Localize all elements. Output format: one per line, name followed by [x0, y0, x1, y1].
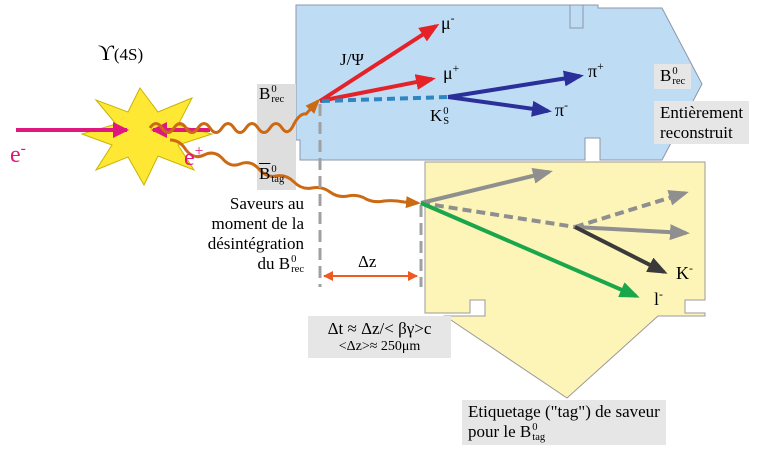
reco-region: [295, 4, 703, 161]
formula-line2: <Δz>≈ 250μm: [338, 338, 421, 354]
mu-plus-symbol: μ: [443, 63, 453, 83]
mu-minus-charge: -: [450, 12, 455, 25]
tag-track-right: [574, 224, 690, 241]
mu-plus-label: μ+: [443, 62, 459, 84]
pi-minus-label: π-: [555, 99, 568, 121]
kaon-charge: -: [689, 262, 693, 275]
pi-plus-charge: +: [597, 60, 604, 73]
flavor-note-line4-text: du B: [257, 254, 291, 274]
reconstructed-caption: Entièrement reconstruit: [654, 101, 750, 145]
tagging-caption-sup: 0: [532, 421, 538, 433]
lepton-charge: -: [659, 288, 663, 301]
formula-line1: Δt ≈ Δz/< βγ>c: [327, 319, 432, 338]
kshort-sup: 0: [443, 106, 449, 118]
upsilon-state: (4S): [113, 45, 144, 64]
tag-track-dashed-up: [574, 190, 689, 229]
b-rec-box-symbol: B: [660, 66, 672, 85]
tagging-caption-line1: Etiquetage ("tag") de saveur: [468, 402, 660, 421]
jpsi-label: J/Ψ: [340, 50, 364, 69]
mu-minus-symbol: μ: [441, 13, 451, 33]
pi-plus-symbol: π: [588, 61, 598, 81]
positron-label: e+: [184, 143, 203, 173]
mu-plus-charge: +: [452, 62, 460, 75]
b-tag-symbol: B: [259, 164, 271, 183]
b-tag-sup: 0: [271, 164, 277, 176]
b-rec-sub: rec: [271, 94, 285, 106]
b-rec-symbol: B: [259, 84, 271, 103]
b-rec-box-sup: 0: [672, 66, 678, 78]
lepton-symbol: l: [654, 289, 660, 309]
track-mu-minus: [318, 23, 440, 103]
electron-symbol: e: [10, 142, 21, 168]
flavor-note-line1: Saveurs au: [229, 194, 304, 213]
pi-minus-charge: -: [564, 99, 568, 112]
track-mu-plus: [319, 74, 436, 103]
upsilon-symbol: ϒ: [98, 40, 114, 65]
electron-charge: -: [20, 140, 26, 157]
b-rec-box-sub: rec: [672, 76, 686, 88]
b-rec-sup: 0: [271, 84, 277, 96]
tag-track-upper: [420, 167, 553, 205]
pi-minus-symbol: π: [555, 100, 565, 120]
reconstructed-caption-line2: reconstruit: [660, 122, 733, 142]
mu-minus-label: μ-: [441, 12, 455, 34]
b-rec-wavy-line: [148, 98, 321, 134]
kshort-symbol: K: [430, 106, 443, 125]
flavor-note-line2: moment de la: [211, 214, 304, 234]
flavor-note-sup: 0: [291, 254, 297, 266]
tag-track-dashed: [420, 201, 576, 229]
kshort-sub: S: [443, 116, 450, 128]
electron-label: e-: [10, 140, 26, 170]
positron-charge: +: [194, 143, 204, 160]
flavor-note-sub: rec: [291, 264, 304, 276]
pi-plus-label: π+: [588, 60, 604, 82]
b-tag-sub: tag: [271, 174, 285, 186]
flavor-note: Saveurs au moment de la désintégration d…: [204, 194, 304, 275]
track-pi-plus: [447, 70, 584, 99]
track-kshort: [321, 95, 449, 103]
kaon-label: K-: [676, 262, 693, 284]
track-kaon: [574, 225, 668, 274]
tagging-caption-sub: tag: [532, 431, 546, 443]
track-pi-minus: [447, 95, 552, 117]
flavor-note-line3: désintégration: [207, 234, 304, 254]
positron-symbol: e: [184, 145, 195, 171]
tagging-caption-line2-text: pour le B: [468, 421, 532, 441]
kaon-symbol: K: [676, 263, 689, 283]
formula-box: Δt ≈ Δz/< βγ>c <Δz>≈ 250μm: [308, 316, 451, 358]
reconstructed-caption-line1: Entièrement: [660, 103, 744, 122]
explosion-star: [80, 87, 214, 187]
lepton-label: l-: [654, 288, 663, 310]
track-lepton: [420, 201, 640, 298]
upsilon-label: ϒ(4S): [98, 40, 143, 65]
b-tag-wavy-line: [169, 138, 421, 209]
tag-region: [424, 161, 706, 399]
delta-z-label: Δz: [358, 252, 377, 271]
